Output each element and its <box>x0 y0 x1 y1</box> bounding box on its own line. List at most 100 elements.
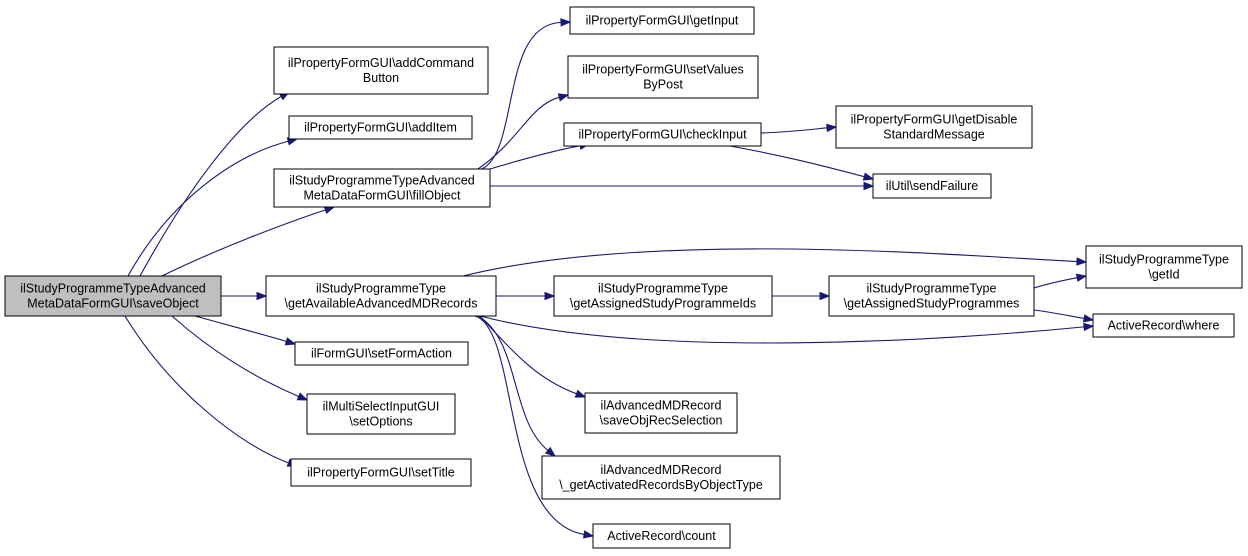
edge-arrowhead <box>557 93 570 102</box>
edge-line <box>477 315 549 451</box>
node-box <box>265 275 497 317</box>
edge-line <box>462 248 1078 277</box>
node-get-disable-std[interactable]: ilPropertyFormGUI\getDisableStandardMess… <box>835 105 1033 149</box>
edge-arrowhead <box>284 337 297 346</box>
node-root[interactable]: ilStudyProgrammeTypeAdvancedMetaDataForm… <box>4 275 222 317</box>
edge-arrowhead <box>1075 273 1088 282</box>
edge-line <box>481 21 562 170</box>
node-box <box>592 523 731 549</box>
node-label-line: ilStudyProgrammeType <box>598 282 728 296</box>
node-label-line: ilPropertyFormGUI\getInput <box>586 14 739 28</box>
edges-layer <box>124 18 1095 539</box>
edge-root-to-set-title <box>124 315 299 467</box>
edge-get-available-to-get-activated <box>477 315 557 457</box>
edge-check-input-to-get-disable-std <box>760 123 838 134</box>
edge-root-to-fill-object <box>161 205 336 277</box>
node-box <box>828 275 1035 317</box>
node-get-assigned-sp[interactable]: ilStudyProgrammeType\getAssignedStudyPro… <box>828 275 1035 317</box>
edge-get-available-to-get-assigned-ids <box>496 291 556 301</box>
edge-get-assigned-sp-to-get-id <box>1033 273 1088 289</box>
node-ar-count[interactable]: ActiveRecord\count <box>592 523 731 549</box>
edge-root-to-set-form-action <box>194 315 297 346</box>
edge-arrowhead <box>544 446 557 457</box>
node-label-line: ilStudyProgrammeType <box>867 282 997 296</box>
edge-get-assigned-sp-to-ar-where <box>1033 309 1095 323</box>
node-label-line: \getAssignedStudyProgrammes <box>844 297 1020 311</box>
node-box <box>290 458 472 487</box>
edge-root-to-set-options <box>171 315 309 401</box>
edge-arrowhead <box>863 181 875 191</box>
edge-arrowhead <box>256 291 268 301</box>
node-label-line: MetaDataFormGUI\fillObject <box>304 189 462 203</box>
node-label-line: ilStudyProgrammeTypeAdvanced <box>20 282 206 296</box>
edge-line <box>479 315 577 395</box>
node-box <box>1085 245 1243 289</box>
edge-line <box>171 315 299 397</box>
node-label-line: ilPropertyFormGUI\addItem <box>304 121 457 135</box>
edge-arrowhead <box>1082 314 1095 323</box>
node-box <box>872 173 992 199</box>
node-get-available[interactable]: ilStudyProgrammeType\getAvailableAdvance… <box>265 275 497 317</box>
node-label-line: ilPropertyFormGUI\addCommand <box>288 56 474 70</box>
node-label-line: ilFormGUI\setFormAction <box>311 347 452 361</box>
edge-arrowhead <box>826 123 838 133</box>
node-label-line: \getAvailableAdvancedMDRecords <box>285 297 478 311</box>
node-set-options[interactable]: ilMultiSelectInputGUI\setOptions <box>306 393 456 435</box>
edge-line <box>479 315 1085 344</box>
node-label-line: \setOptions <box>349 415 412 429</box>
edge-arrowhead <box>544 291 556 301</box>
node-ar-where[interactable]: ActiveRecord\where <box>1092 313 1235 338</box>
node-get-activated[interactable]: ilAdvancedMDRecord\_getActivatedRecordsB… <box>541 455 781 500</box>
node-get-assigned-ids[interactable]: ilStudyProgrammeType\getAssignedStudyPro… <box>553 275 773 317</box>
edge-arrowhead <box>862 172 875 181</box>
node-add-item[interactable]: ilPropertyFormGUI\addItem <box>288 115 473 140</box>
node-label-line: StandardMessage <box>883 128 985 142</box>
node-box <box>273 168 491 208</box>
nodes-layer: ilStudyProgrammeTypeAdvancedMetaDataForm… <box>4 6 1243 549</box>
edge-root-to-add-command-button <box>139 91 291 277</box>
node-get-input[interactable]: ilPropertyFormGUI\getInput <box>569 6 755 35</box>
node-label-line: ilUtil\sendFailure <box>886 179 978 193</box>
edge-arrowhead <box>819 291 831 301</box>
edge-arrowhead <box>1076 257 1088 266</box>
node-save-obj-rec[interactable]: ilAdvancedMDRecord\saveObjRecSelection <box>584 392 738 434</box>
node-label-line: \_getActivatedRecordsByObjectType <box>559 478 763 492</box>
edge-fill-object-to-get-input <box>481 18 572 170</box>
node-check-input[interactable]: ilPropertyFormGUI\checkInput <box>563 122 762 147</box>
node-send-failure[interactable]: ilUtil\sendFailure <box>872 173 992 199</box>
edge-arrowhead <box>574 389 587 398</box>
edge-line <box>474 315 585 536</box>
edge-root-to-get-available <box>221 291 268 301</box>
node-box <box>567 55 759 99</box>
node-label-line: \saveObjRecSelection <box>600 414 723 428</box>
node-label-line: MetaDataFormGUI\saveObject <box>27 297 199 311</box>
node-label-line: ByPost <box>643 78 683 92</box>
edge-check-input-to-send-failure <box>729 145 875 181</box>
node-box <box>4 275 222 317</box>
node-label-line: ilMultiSelectInputGUI <box>323 400 440 414</box>
node-label-line: ilPropertyFormGUI\setTitle <box>307 466 455 480</box>
node-fill-object[interactable]: ilStudyProgrammeTypeAdvancedMetaDataForm… <box>273 168 491 208</box>
edge-line <box>1033 277 1078 289</box>
edge-line <box>124 315 289 464</box>
edge-line <box>760 127 828 134</box>
node-get-id[interactable]: ilStudyProgrammeType\getId <box>1085 245 1243 289</box>
node-label-line: ilStudyProgrammeType <box>1099 253 1229 267</box>
node-box <box>306 393 456 435</box>
edge-arrowhead <box>1083 322 1095 332</box>
node-set-title[interactable]: ilPropertyFormGUI\setTitle <box>290 458 472 487</box>
node-label-line: ilPropertyFormGUI\checkInput <box>578 128 747 142</box>
node-label-line: Button <box>363 71 399 85</box>
node-label-line: ilStudyProgrammeTypeAdvanced <box>289 174 475 188</box>
edge-arrowhead <box>560 18 572 27</box>
node-set-form-action[interactable]: ilFormGUI\setFormAction <box>294 341 469 366</box>
node-box <box>541 455 781 500</box>
node-box <box>569 6 755 35</box>
edge-fill-object-to-send-failure <box>490 181 875 191</box>
edge-line <box>161 209 326 277</box>
node-box <box>1092 313 1235 338</box>
node-label-line: ActiveRecord\where <box>1108 319 1220 333</box>
